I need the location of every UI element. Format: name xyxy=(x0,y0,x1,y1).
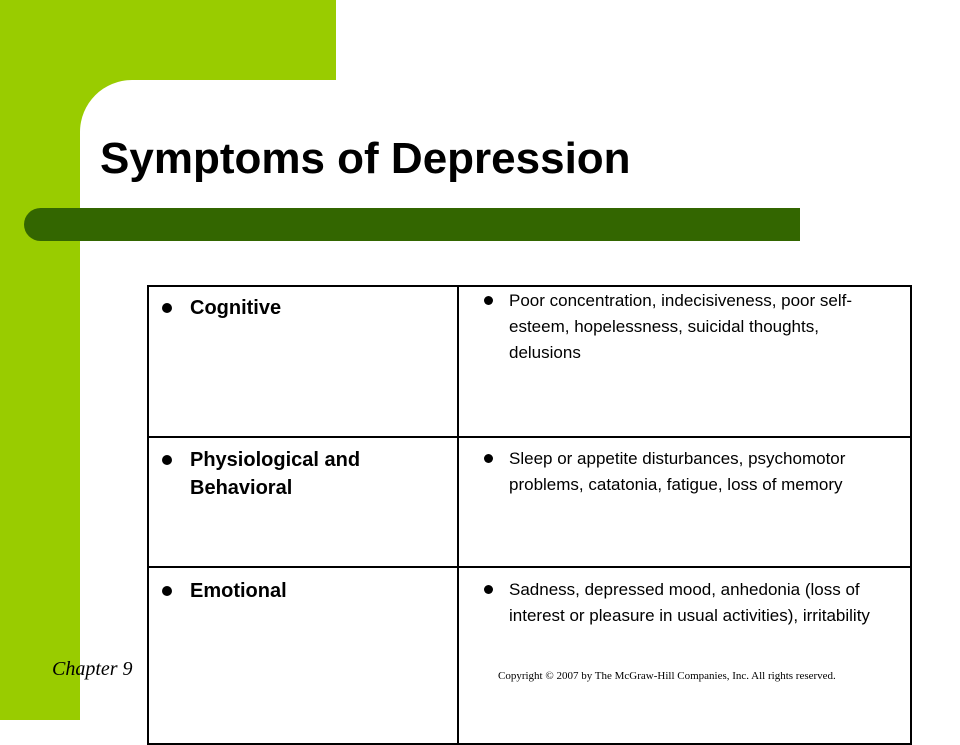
title-underline-bar xyxy=(24,208,800,241)
category-label: Emotional xyxy=(190,580,287,602)
footer-copyright: Copyright © 2007 by The McGraw-Hill Comp… xyxy=(498,670,836,682)
bullet-icon xyxy=(484,585,493,594)
table-row-description: Sleep or appetite disturbances, psychomo… xyxy=(482,446,894,498)
category-label: Cognitive xyxy=(190,297,282,319)
bullet-icon xyxy=(484,296,493,305)
slide-title: Symptoms of Depression xyxy=(100,134,631,183)
table-row-category: Emotional xyxy=(160,577,450,605)
table-row-description: Poor concentration, indecisiveness, poor… xyxy=(482,288,894,366)
description-text: Poor concentration, indecisiveness, poor… xyxy=(509,291,853,362)
description-text: Sleep or appetite disturbances, psychomo… xyxy=(509,449,846,494)
symptoms-table xyxy=(147,285,912,745)
table-row-description: Sadness, depressed mood, anhedonia (loss… xyxy=(482,577,894,629)
bullet-icon xyxy=(484,454,493,463)
footer-chapter: Chapter 9 xyxy=(52,658,133,680)
table-column-divider xyxy=(457,285,459,745)
bullet-icon xyxy=(162,303,172,313)
table-row-divider xyxy=(147,436,912,438)
description-text: Sadness, depressed mood, anhedonia (loss… xyxy=(509,580,870,625)
bullet-icon xyxy=(162,586,172,596)
table-row-category: Physiological and Behavioral xyxy=(160,446,450,502)
bullet-icon xyxy=(162,455,172,465)
table-row-divider xyxy=(147,566,912,568)
category-label: Physiological and Behavioral xyxy=(190,449,361,499)
table-row-category: Cognitive xyxy=(160,294,450,322)
